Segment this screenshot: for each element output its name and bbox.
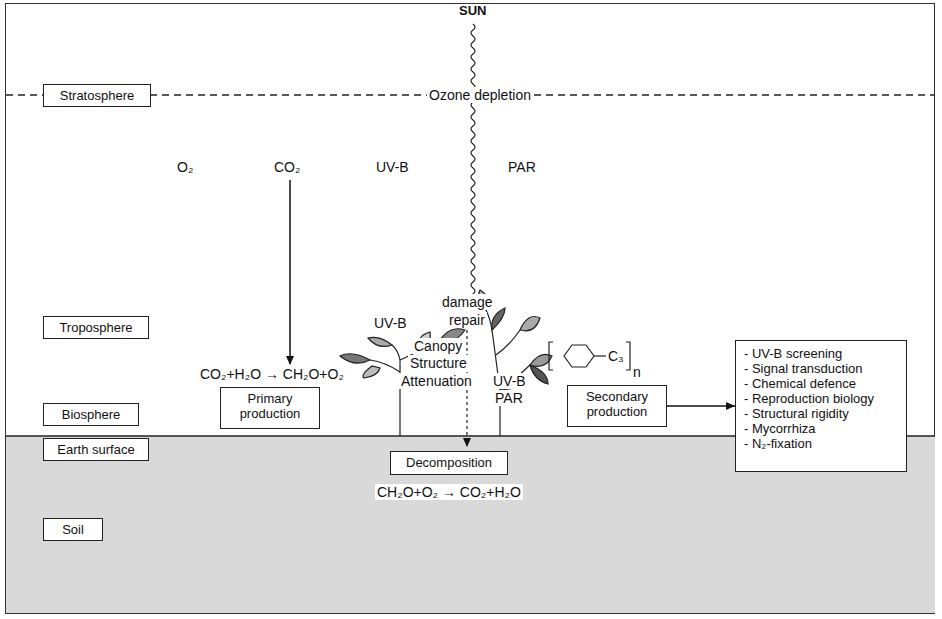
gas-label: O₂ <box>175 159 195 175</box>
radiation-label: UV-B <box>372 315 409 331</box>
radiation-label: UV-B <box>491 373 528 389</box>
canopy-label: Canopy <box>412 338 464 354</box>
box-label: Decomposition <box>397 455 501 470</box>
effect-label: repair <box>447 312 487 328</box>
chemical-label: n <box>631 364 643 380</box>
radiation-label: UV-B <box>374 159 411 175</box>
box-label: Stratosphere <box>50 88 144 103</box>
chemical-structure <box>549 342 630 370</box>
sun-ray <box>471 24 475 300</box>
canopy-label: Attenuation <box>399 373 474 389</box>
list-item: - Chemical defence <box>744 376 898 391</box>
radiation-label: PAR <box>493 390 525 406</box>
layer-box: Biosphere <box>43 403 139 426</box>
connector-arrow <box>667 405 735 406</box>
sun-label: SUN <box>457 3 488 19</box>
radiation-label: PAR <box>506 159 538 175</box>
layer-box: Earth surface <box>43 438 149 461</box>
list-item: - Mycorrhiza <box>744 421 898 436</box>
list-item: - UV-B screening <box>744 346 898 361</box>
layer-box: Soil <box>43 518 103 541</box>
plant-right <box>478 290 552 436</box>
box-label: Earth surface <box>50 442 142 457</box>
list-item: - Structural rigidity <box>744 406 898 421</box>
gas-label: CO₂ <box>272 159 302 175</box>
list-item: - Reproduction biology <box>744 391 898 406</box>
process-box: Secondary production <box>567 385 667 427</box>
process-box: Decomposition <box>390 451 508 475</box>
list-box: - UV-B screening- Signal transduction- C… <box>735 340 907 472</box>
box-label: Primary production <box>227 391 313 421</box>
reaction-equation: CO₂+H₂O → CH₂O+O₂ <box>198 366 346 382</box>
canopy-label: Structure <box>408 355 469 371</box>
list-item: - Signal transduction <box>744 361 898 376</box>
chemical-label: C₃ <box>606 348 626 364</box>
co2-arrow <box>289 180 291 364</box>
list-item: - N₂-fixation <box>744 436 898 451</box>
box-label: Soil <box>50 522 96 537</box>
process-box: Primary production <box>220 387 320 429</box>
reaction-equation: CH₂O+O₂ → CO₂+H₂O <box>375 484 523 500</box>
ozone-label: Ozone depletion <box>427 87 533 103</box>
box-label: Biosphere <box>50 407 132 422</box>
layer-box: Troposphere <box>43 316 149 339</box>
effect-label: damage <box>440 294 495 310</box>
layer-box: Stratosphere <box>43 84 151 107</box>
box-label: Secondary production <box>574 389 660 419</box>
box-label: Troposphere <box>50 320 142 335</box>
